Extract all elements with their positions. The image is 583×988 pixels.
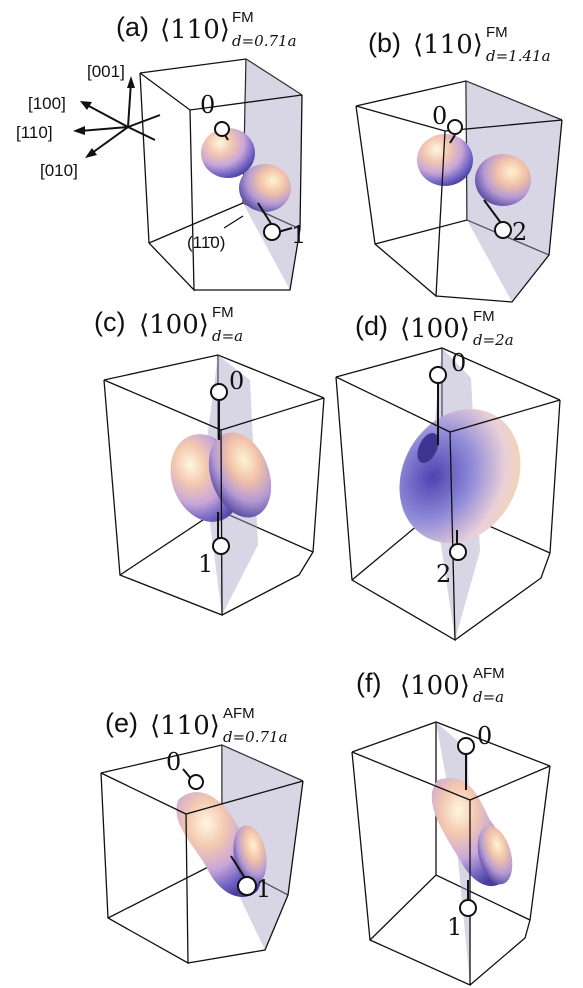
site-0 — [447, 119, 463, 135]
panel-e-sup: AFM — [223, 705, 255, 722]
panel-c-bracket: ⟨100⟩ — [139, 310, 209, 340]
panel-a-sup: FM — [232, 9, 254, 26]
panel-a-bracket: ⟨110⟩ — [160, 15, 230, 45]
site-0 — [210, 383, 228, 401]
orbital-lobe — [477, 825, 513, 885]
panel-b-letter: (b) — [368, 28, 401, 58]
site-0 — [188, 774, 204, 790]
axis-010-label: [010] — [40, 161, 78, 180]
panel-a: (a) ⟨110⟩ FM d=0.71a 0 1 (11̄0) — [16, 9, 306, 292]
site-0-label: 0 — [451, 349, 466, 377]
panel-b: (b) ⟨110⟩ FM d=1.41a 0 2 — [355, 24, 563, 303]
panel-f-sub: d=a — [473, 688, 504, 706]
site-1 — [212, 537, 230, 555]
site-2-label: 2 — [436, 560, 451, 588]
axis-110-label: [110] — [16, 123, 53, 142]
panel-c-letter: (c) — [94, 307, 125, 337]
site-0-label: 0 — [477, 722, 492, 750]
panel-f: (f) ⟨100⟩ AFM d=a 0 1 — [351, 665, 551, 987]
axes-indicator: [001] [100] [110] [010] — [16, 62, 161, 180]
panel-e: (e) ⟨110⟩ AFM d=0.71a 0 1 — [100, 705, 304, 965]
site-1-label: 1 — [198, 550, 213, 578]
panel-d-sup: FM — [473, 308, 495, 325]
orbital-lobe — [417, 134, 473, 186]
site-0 — [457, 737, 475, 755]
site-1 — [459, 899, 477, 917]
panel-e-sub: d=0.71a — [223, 728, 288, 746]
panel-d: (d) ⟨100⟩ FM d=2a 0 2 — [335, 308, 561, 642]
panel-d-letter: (d) — [355, 311, 388, 341]
panel-c-sub: d=a — [212, 327, 243, 345]
panel-b-sup: FM — [486, 24, 508, 41]
site-1-label: 1 — [256, 875, 271, 903]
site-1 — [237, 876, 257, 896]
panel-d-bracket: ⟨100⟩ — [400, 314, 470, 344]
panel-a-sub: d=0.71a — [232, 32, 297, 50]
panel-b-bracket: ⟨110⟩ — [413, 30, 483, 60]
site-0-label: 0 — [200, 91, 215, 119]
orbital-lobe — [475, 154, 531, 206]
orbital-lobe — [201, 128, 255, 178]
panel-c-sup: FM — [212, 304, 234, 321]
site-0-label: 0 — [432, 102, 447, 130]
site-0 — [429, 366, 447, 384]
panel-f-sup: AFM — [473, 665, 505, 682]
site-0-label: 0 — [166, 748, 181, 776]
site-2 — [449, 543, 467, 561]
site-1 — [263, 223, 281, 241]
orbital-lobe — [233, 825, 267, 885]
panel-e-letter: (e) — [105, 708, 138, 738]
orbital-lobe — [208, 432, 272, 518]
site-0 — [214, 121, 230, 137]
orbital-lobe — [239, 164, 291, 212]
plane-label: (11̄0) — [187, 233, 225, 252]
axis-001-label: [001] — [87, 62, 125, 81]
site-2 — [494, 221, 512, 239]
axis-100-label: [100] — [28, 94, 66, 113]
panel-c: (c) ⟨100⟩ FM d=a 0 1 — [94, 304, 325, 616]
site-2-label: 2 — [512, 218, 527, 246]
panel-d-sub: d=2a — [473, 331, 514, 349]
site-0-label: 0 — [229, 367, 244, 395]
panel-a-letter: (a) — [116, 12, 149, 42]
site-1-label: 1 — [447, 913, 462, 941]
panel-f-bracket: ⟨100⟩ — [400, 671, 470, 701]
panel-e-bracket: ⟨110⟩ — [150, 711, 220, 741]
panel-b-sub: d=1.41a — [486, 47, 551, 65]
site-1-label: 1 — [291, 221, 306, 249]
panel-f-letter: (f) — [356, 668, 381, 698]
